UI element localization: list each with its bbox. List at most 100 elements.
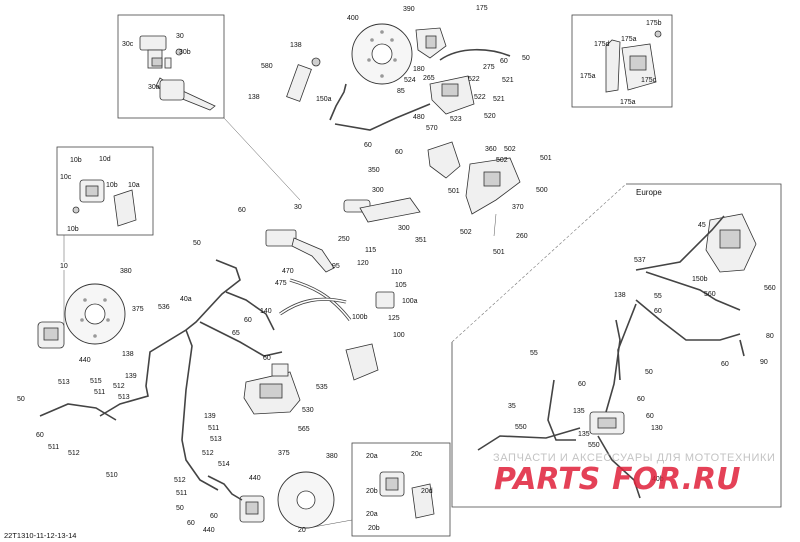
callout-60-eu-b: 60 (721, 361, 729, 368)
callout-512-lc: 512 (202, 450, 214, 457)
callout-10d: 10d (99, 156, 111, 163)
callout-60-mid-b: 60 (244, 317, 252, 324)
callout-50-eu: 50 (645, 369, 653, 376)
rear-caliper-drawing (239, 495, 265, 523)
brake-pedal-drawing (343, 197, 421, 223)
lever-pivot-drawing (159, 79, 185, 101)
callout-60-c: 60 (395, 149, 403, 156)
callout-150b: 150b (692, 276, 708, 283)
europe-line-60 (617, 303, 637, 381)
callout-60: 60 (500, 58, 508, 65)
europe-line-550 (547, 379, 576, 441)
master-cylinder-detail-box (117, 14, 225, 119)
callout-300: 300 (372, 187, 384, 194)
front-line-150a (329, 83, 347, 121)
callout-560-b: 560 (764, 285, 776, 292)
europe-line-138 (605, 319, 621, 413)
callout-511-b: 511 (48, 444, 59, 451)
callout-351: 351 (415, 237, 427, 244)
callout-65: 65 (232, 330, 240, 337)
brake-line-60 (225, 291, 275, 331)
leader-line (223, 117, 301, 201)
callout-105: 105 (395, 282, 407, 289)
abs-bracket-drawing (429, 75, 475, 115)
callout-350: 350 (368, 167, 380, 174)
callout-30: 30 (176, 33, 184, 40)
rear-line-511 (207, 475, 243, 501)
callout-10c: 10c (60, 174, 72, 181)
callout-570: 570 (426, 125, 438, 132)
watermark-logo-left: PARTS (494, 462, 600, 497)
callout-85: 85 (397, 88, 405, 95)
callout-175: 175 (476, 5, 488, 12)
callout-139-lc: 139 (204, 413, 216, 420)
europe-region-edge (451, 183, 627, 343)
callout-524: 524 (404, 77, 416, 84)
callout-175a: 175a (621, 36, 637, 43)
callout-10b-b: 10b (106, 182, 118, 189)
callout-536: 536 (158, 304, 170, 311)
europe-region-frame (451, 183, 782, 508)
europe-abs-bracket-drawing (705, 213, 757, 273)
callout-55-eu: 55 (654, 293, 662, 300)
callout-60-lc: 60 (187, 520, 195, 527)
callout-480: 480 (413, 114, 425, 121)
reservoir-100a-drawing (375, 291, 395, 309)
callout-470: 470 (282, 268, 294, 275)
rear-caliper-exploded (379, 471, 435, 519)
callout-513-b: 513 (118, 394, 130, 401)
callout-440-lc: 440 (249, 475, 261, 482)
callout-35: 35 (508, 403, 516, 410)
callout-370: 370 (512, 204, 524, 211)
callout-60-eu: 60 (654, 308, 662, 315)
callout-30-mid: 30 (294, 204, 302, 211)
callout-502-b: 502 (496, 157, 508, 164)
front-brake-disc-drawing (351, 23, 413, 85)
callout-20b-b: 20b (368, 525, 380, 532)
callout-60-eu-d: 60 (637, 396, 645, 403)
callout-265: 265 (423, 75, 435, 82)
callout-30a: 30a (148, 84, 160, 91)
callout-175a-b: 175a (580, 73, 596, 80)
europe-line-45 (635, 215, 725, 271)
callout-511: 511 (94, 389, 105, 396)
callout-175b: 175b (646, 20, 662, 27)
callout-115: 115 (365, 247, 376, 254)
front-left-disc-drawing (64, 283, 126, 345)
callout-537: 537 (634, 257, 646, 264)
rear-disc-drawing (277, 471, 335, 529)
callout-139: 139 (125, 373, 137, 380)
callout-560: 560 (704, 291, 716, 298)
callout-180: 180 (413, 66, 425, 73)
callout-390: 390 (403, 6, 415, 13)
callout-138: 138 (290, 42, 302, 49)
rear-brake-line-main (181, 329, 219, 491)
callout-175a-c: 175a (620, 99, 636, 106)
front-left-caliper-drawing (37, 321, 65, 349)
rear-caliper-detail-box (351, 442, 451, 537)
callout-20: 20 (298, 527, 306, 534)
callout-10b: 10b (70, 157, 82, 164)
pedal-bracket-drawing (465, 157, 521, 215)
callout-565: 565 (298, 426, 310, 433)
callout-522-b: 522 (474, 94, 486, 101)
callout-300-b: 300 (398, 225, 410, 232)
callout-100: 100 (393, 332, 405, 339)
callout-175c: 175c (641, 77, 657, 84)
callout-515: 515 (90, 378, 102, 385)
callout-550: 550 (515, 424, 527, 431)
callout-138-mid: 138 (122, 351, 134, 358)
callout-140: 140 (260, 308, 272, 315)
footpeg-bracket-drawing (427, 141, 461, 179)
brake-line-513 (39, 403, 117, 421)
callout-512-b: 512 (68, 450, 80, 457)
callout-60-eu-e: 60 (646, 413, 654, 420)
callout-530: 530 (302, 407, 314, 414)
callout-380: 380 (120, 268, 132, 275)
spring-260 (493, 213, 497, 237)
callout-502: 502 (504, 146, 516, 153)
europe-line-40b (597, 435, 641, 499)
callout-511-lc: 511 (208, 425, 219, 432)
watermark-tagline: ЗАПЧАСТИ И АКСЕССУАРЫ ДЛЯ МОТОТЕХНИКИ (493, 452, 775, 464)
